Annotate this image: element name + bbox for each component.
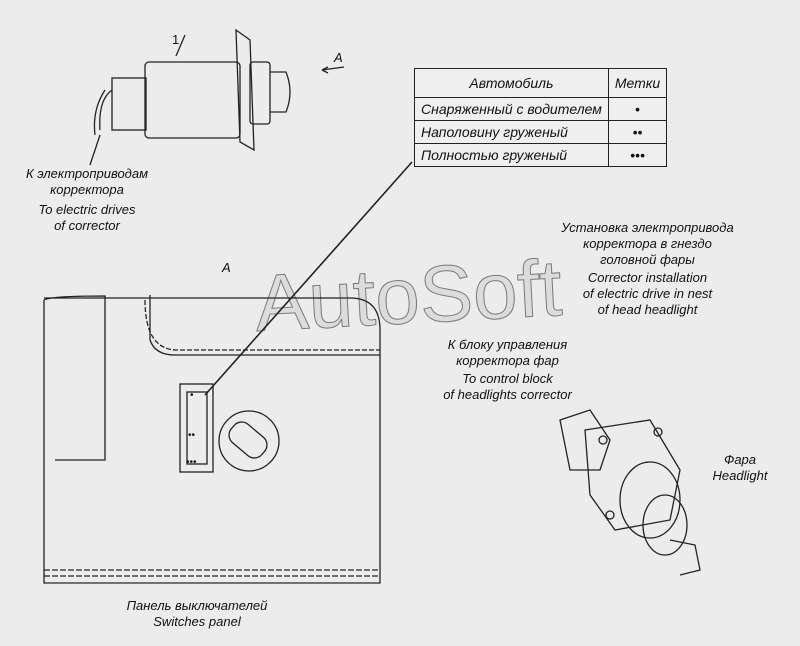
- control-block-label: К блоку управления корректора фар To con…: [415, 337, 600, 403]
- text-line: of electric drive in nest: [582, 286, 713, 301]
- row-marks: •••: [607, 143, 668, 167]
- row-marks: ••: [607, 120, 668, 144]
- panel-mark-1: •: [190, 390, 194, 401]
- text-line: Панель выключателей: [126, 598, 268, 613]
- text-line: К блоку управления: [447, 337, 568, 352]
- leader-line: [204, 161, 413, 396]
- text-line: Headlight: [712, 468, 768, 483]
- text-line: of head headlight: [597, 302, 698, 317]
- text-line: корректора фар: [456, 353, 559, 368]
- headlight-drawing: [559, 409, 701, 576]
- text-line: Corrector installation: [587, 270, 708, 285]
- row-marks: •: [607, 97, 668, 121]
- text-line: To control block: [462, 371, 553, 386]
- text-line: of headlights corrector: [443, 387, 572, 402]
- switches-panel-drawing: [43, 295, 381, 584]
- row-vehicle: Наполовину груженый: [414, 120, 609, 144]
- corrector-actuator-drawing: [89, 28, 345, 166]
- text-line: Установка электропривода: [561, 220, 734, 235]
- header-marks: Метки: [607, 68, 668, 98]
- text-line: корректора в гнездо: [583, 236, 712, 251]
- part-number-callout: 1: [172, 32, 180, 47]
- row-vehicle: Полностью груженый: [414, 143, 609, 167]
- header-vehicle: Автомобиль: [414, 68, 609, 98]
- text-line: корректора: [50, 182, 124, 197]
- view-arrow-label: A: [334, 50, 343, 65]
- panel-label: Панель выключателей Switches panel: [112, 598, 282, 630]
- row-vehicle: Снаряженный с водителем: [414, 97, 609, 121]
- text-line: головной фары: [600, 252, 695, 267]
- headlight-label: Фара Headlight: [695, 452, 785, 484]
- text-line: To electric drives: [38, 202, 136, 217]
- connector-label: К электроприводам корректора To electric…: [12, 166, 162, 234]
- text-line: Фара: [723, 452, 757, 467]
- installation-label: Установка электропривода корректора в гн…: [525, 220, 770, 318]
- panel-mark-2: ••: [188, 430, 196, 441]
- panel-mark-3: •••: [186, 457, 197, 468]
- text-line: Switches panel: [153, 614, 241, 629]
- text-line: of corrector: [54, 218, 120, 233]
- view-label-panel: A: [222, 260, 231, 275]
- text-line: К электроприводам: [25, 166, 149, 181]
